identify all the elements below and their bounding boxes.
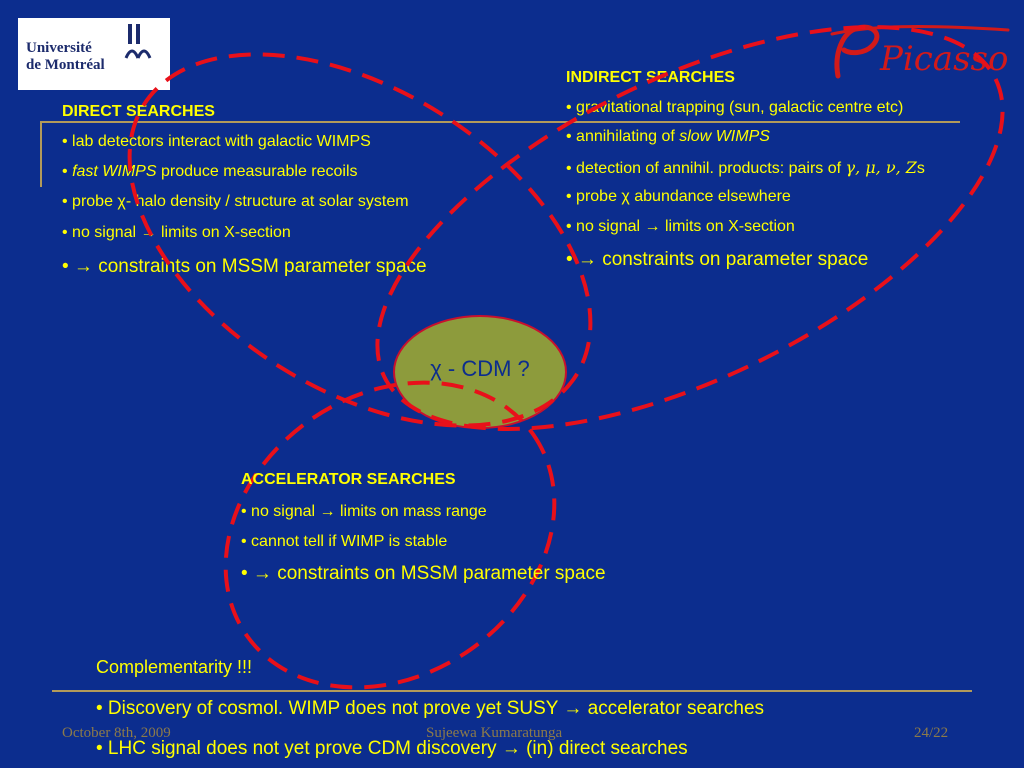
picasso-logo: Picasso (830, 24, 1010, 79)
direct-item-4: • no signal → limits on X-section (62, 224, 291, 241)
accelerator-item-1: • no signal → limits on mass range (241, 503, 487, 520)
top-divider-vertical (40, 121, 42, 187)
udem-mark-icon (124, 24, 152, 59)
indirect-item-1: • gravitational trapping (sun, galactic … (566, 99, 904, 116)
indirect-item-2: • annihilating of slow WIMPS (566, 128, 770, 146)
particles-suffix: s (916, 160, 925, 177)
logo-line-2: de Montréal (26, 57, 105, 73)
indirect-item-5: • no signal → limits on X-section (566, 218, 795, 235)
conclusion-line-2: • LHC signal does not yet prove CDM disc… (96, 738, 688, 759)
bullet: • (62, 163, 68, 180)
accelerator-searches-title: ACCELERATOR SEARCHES (241, 471, 456, 488)
direct-item-3: • probe χ- halo density / structure at s… (62, 193, 409, 210)
bottom-divider (52, 690, 972, 692)
fast-wimps-text: fast WIMPS (72, 163, 157, 180)
cdm-label: χ - CDM ? (430, 356, 530, 381)
accelerator-item-2: • cannot tell if WIMP is stable (241, 533, 448, 550)
slow-wimps-text: slow WIMPS (679, 128, 770, 145)
direct-searches-title: DIRECT SEARCHES (62, 103, 215, 120)
top-divider (40, 121, 960, 123)
indirect-item-4: • probe χ abundance elsewhere (566, 188, 791, 205)
accelerator-item-3: • → constraints on MSSM parameter space (241, 563, 606, 584)
picasso-wordmark: Picasso (879, 39, 1008, 79)
indirect-searches-title: INDIRECT SEARCHES (566, 69, 735, 86)
universite-montreal-logo: Université de Montréal (18, 18, 170, 90)
logo-text: Université de Montréal (26, 40, 105, 74)
indirect-item-2-text: • annihilating of (566, 128, 675, 145)
footer-page-number: 24/22 (914, 725, 949, 741)
direct-item-1: • lab detectors interact with galactic W… (62, 133, 371, 150)
direct-item-2: • fast WIMPS produce measurable recoils (62, 163, 358, 181)
logo-line-1: Université (26, 40, 92, 56)
direct-item-2-text: produce measurable recoils (160, 163, 358, 180)
indirect-item-6: • → constraints on parameter space (566, 249, 869, 270)
particles-text: γ, μ, ν, Z (845, 158, 917, 177)
indirect-item-3-text: • detection of annihil. products: pairs … (566, 160, 842, 177)
conclusion-line-1: • Discovery of cosmol. WIMP does not pro… (96, 698, 765, 719)
indirect-item-3: • detection of annihil. products: pairs … (566, 158, 925, 178)
direct-item-5: • → constraints on MSSM parameter space (62, 256, 427, 277)
complementarity-heading: Complementarity !!! (96, 657, 253, 677)
footer-author: Sujeewa Kumaratunga (426, 725, 563, 741)
footer-date: October 8th, 2009 (62, 725, 171, 741)
